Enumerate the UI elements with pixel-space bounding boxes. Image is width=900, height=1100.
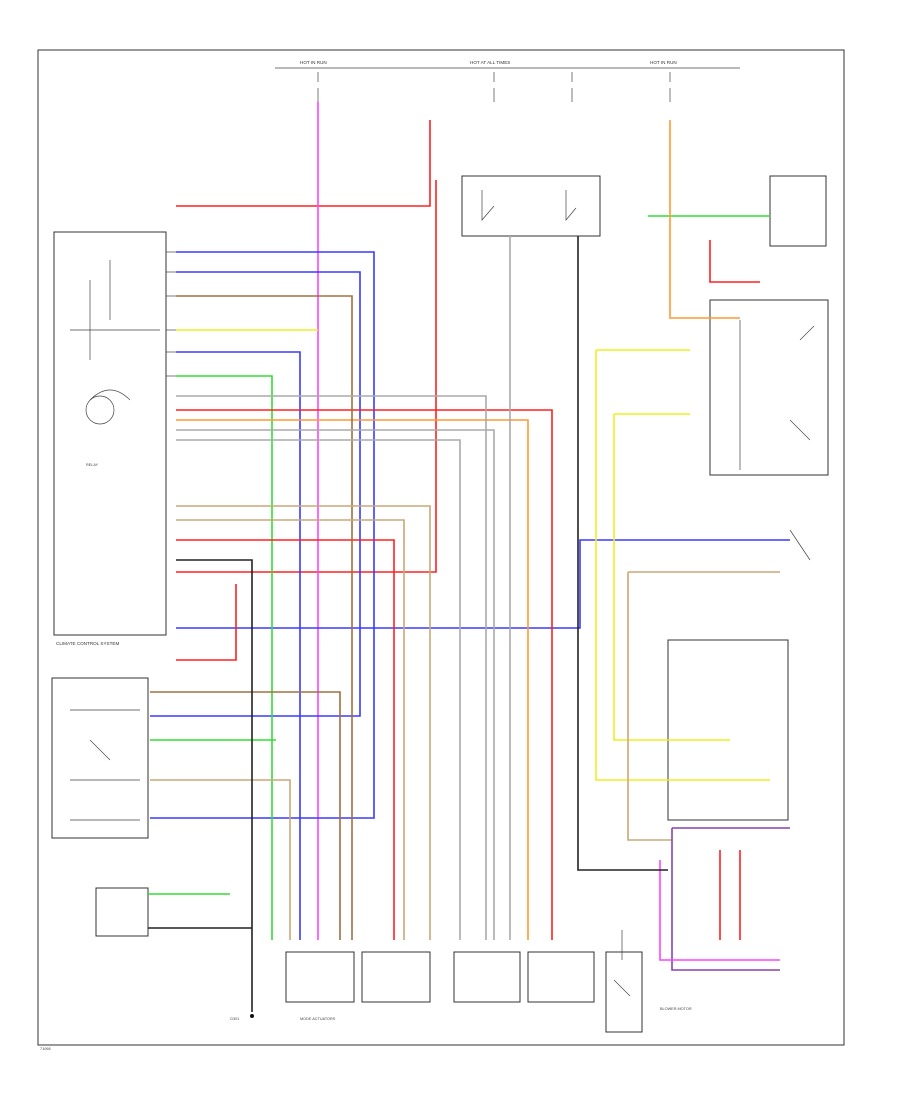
climate-control-module: CLIMATE CONTROL SYSTEM RELAY (53, 231, 176, 646)
blower-label: BLOWER MOTOR (660, 1007, 692, 1011)
sensor-block (51, 677, 149, 937)
module-label: CLIMATE CONTROL SYSTEM (56, 641, 119, 646)
right-components (667, 175, 829, 821)
ground-label: G301 (230, 1017, 239, 1021)
actuator-label: MODE ACTUATORS (300, 1017, 336, 1021)
fuse-block-top: HOT IN RUN HOT AT ALL TIMES HOT IN RUN (275, 60, 740, 102)
relay-text: RELAY (86, 463, 99, 467)
figure-id: 71068 (40, 1047, 51, 1051)
fuse-label-right: HOT IN RUN (650, 60, 677, 65)
bottom-actuators: MODE ACTUATORS BLOWER MOTOR G301 (230, 930, 692, 1033)
fuse-label-mid: HOT AT ALL TIMES (470, 60, 510, 65)
fuse-label-left: HOT IN RUN (300, 60, 327, 65)
wire-group (148, 102, 790, 1012)
relay-box-top (461, 175, 601, 237)
diagram-frame (37, 49, 845, 1046)
